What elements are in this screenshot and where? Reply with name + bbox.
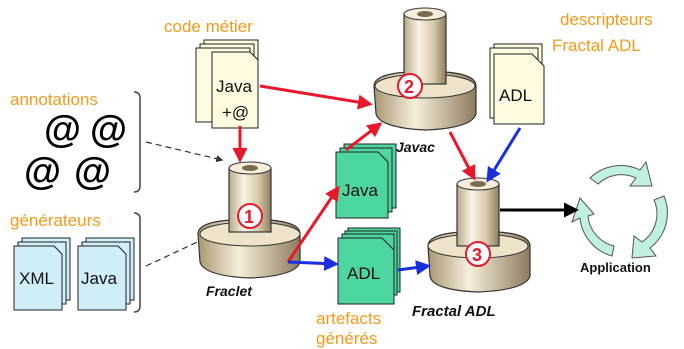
adl-descriptor-doc: ADL [489, 43, 545, 125]
fraclet-tool [197, 161, 301, 279]
step-1-badge: 1 [237, 203, 263, 229]
artefacts-label-line2: générés [316, 329, 377, 348]
step-3-badge: 3 [465, 241, 491, 267]
step-3-number: 3 [472, 245, 482, 265]
step-2-number: 2 [404, 77, 414, 97]
at-symbol: @ [44, 109, 81, 151]
fractal-adl-tool [427, 177, 531, 293]
javac-label: Javac [396, 139, 435, 155]
adl-desc-text: ADL [499, 86, 532, 105]
at-symbol: @ [74, 151, 111, 193]
annotations-label: annotations [10, 90, 98, 109]
generateurs-to-fraclet-arrow [145, 237, 208, 267]
fraclet-to-adl-artefact-arrow [287, 256, 339, 271]
art-java-text: Java [342, 181, 378, 200]
code-java-text-line1: Java [216, 77, 252, 96]
java-artefact-to-javac-arrow [345, 122, 383, 152]
generator-xml-doc: XML [13, 237, 71, 311]
javac-tool [373, 7, 477, 131]
annotation-symbols: @ @ @ @ [24, 109, 127, 193]
step-2-badge: 2 [397, 73, 423, 99]
code-to-javac-arrow [259, 84, 373, 110]
artefact-adl-doc: ADL [337, 227, 401, 305]
fractal-adl-label: Fractal ADL [412, 303, 496, 320]
step-1-number: 1 [244, 207, 254, 227]
adl-descriptor-to-fractal-adl-arrow [486, 127, 522, 183]
fraclet-label: Fraclet [206, 283, 253, 299]
annotations-to-fraclet-arrow [145, 141, 224, 163]
gen-xml-text: XML [19, 269, 54, 288]
code-metier-label: code métier [164, 17, 253, 36]
at-symbol: @ [24, 151, 61, 193]
fraclet-to-java-artefact-arrow [286, 185, 340, 263]
application-label: Application [580, 260, 651, 275]
generator-java-doc: Java [77, 237, 135, 311]
artefact-java-doc: Java [335, 143, 397, 219]
code-java-doc: Java +@ [195, 39, 259, 129]
at-symbol: @ [90, 109, 127, 151]
javac-to-fractal-adl-arrow [448, 131, 476, 181]
application-cycle-icon [571, 160, 668, 259]
art-adl-text: ADL [347, 264, 380, 283]
descripteurs-label: descripteurs [560, 10, 653, 29]
annotations-brace [133, 91, 141, 193]
generateurs-label: générateurs [10, 211, 101, 230]
code-java-text-line2: +@ [222, 103, 249, 122]
adl-artefact-to-fractal-adl-arrow [397, 260, 431, 276]
generateurs-brace [133, 212, 141, 313]
fractal-adl-desc-label: Fractal ADL [552, 36, 641, 55]
gen-java-text: Java [81, 269, 117, 288]
artefacts-label-line1: artefacts [316, 309, 381, 328]
